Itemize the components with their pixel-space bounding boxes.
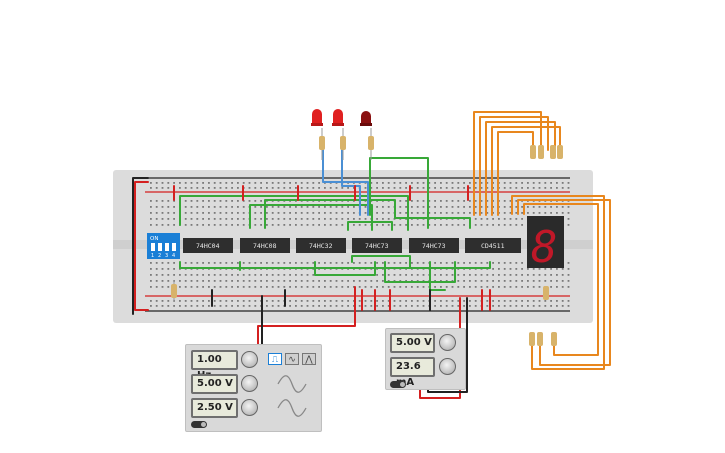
wire-green [384,261,456,283]
resistor [529,332,535,346]
wire-orange [511,195,605,370]
power-toggle[interactable] [191,421,207,428]
frequency-display: 1.00 Hz [191,350,238,381]
wire-green [249,204,373,231]
resistor [530,145,536,159]
wire-orange [497,131,534,216]
wire-green [179,261,491,269]
dip-num: 1 [151,253,154,259]
current-display: 23.6 mA [390,357,435,388]
chip-label: 74HC08 [253,242,277,250]
chip-label: 74HC04 [196,242,220,250]
wire-orange [479,116,549,216]
amplitude-knob[interactable] [241,375,258,392]
sine-icon [277,399,307,417]
wire-green [264,199,471,229]
chip-74hc04[interactable]: 74HC04 [183,238,233,253]
resistor [551,332,557,346]
sine-icon [277,375,307,393]
seven-segment-digit: 8 [531,222,558,273]
chip-74hc32[interactable]: 74HC32 [296,238,346,253]
led[interactable] [332,109,344,126]
wire-green [179,195,409,231]
wire-green [369,157,429,229]
chip-label: 74HC32 [309,242,333,250]
power-toggle[interactable] [390,381,406,388]
resistor [340,128,346,160]
offset-display: 2.50 V [191,398,238,418]
resistor [171,280,177,302]
wire-green [347,221,393,231]
chip-label: CD4511 [481,242,505,250]
resistor [543,286,549,300]
voltage-display: 5.00 V [390,333,435,353]
wire-blue [322,149,369,216]
wire-green [351,255,411,269]
resistors[interactable] [171,128,563,346]
wire-orange [523,203,599,356]
chip-74hc08[interactable]: 74HC08 [240,238,290,253]
resistor [550,145,556,159]
power-rails [145,177,570,312]
wire-orange [491,126,561,216]
current-knob[interactable] [439,358,456,375]
wire-green [314,261,376,276]
wire-black [132,177,149,315]
chip-74hc73[interactable]: 74HC73 [352,238,402,253]
wire-orange [473,111,542,216]
frequency-knob[interactable] [241,351,258,368]
power-supply[interactable]: 5.00 V 23.6 mA [385,328,466,390]
wire-red [134,181,149,311]
chip-cd4511[interactable]: CD4511 [465,238,521,253]
resistor [538,145,544,159]
resistor [537,332,543,346]
led[interactable] [311,109,323,126]
square-wave-button[interactable]: ⎍ [268,353,282,365]
voltage-knob[interactable] [439,334,456,351]
chip-label: 74HC73 [365,242,389,250]
dip-switch-label: ON [150,236,158,242]
function-generator[interactable]: 1.00 Hz 5.00 V 2.50 V ⎍ ∿ ⋀ [185,344,322,432]
wire-blue [341,149,361,216]
sine-wave-button[interactable]: ∿ [285,353,299,365]
dip-switch[interactable]: ON 1 2 3 4 [147,233,180,259]
led[interactable] [360,111,372,126]
wire-orange [517,199,611,366]
wire-orange [485,121,556,216]
chip-74hc73[interactable]: 74HC73 [409,238,459,253]
resistor [319,128,325,160]
dip-num: 3 [165,253,168,259]
amplitude-display: 5.00 V [191,374,238,394]
dip-num: 4 [172,253,175,259]
breadboard-holes[interactable] [150,182,570,307]
seven-segment-display[interactable]: 8 [527,216,564,273]
offset-knob[interactable] [241,399,258,416]
chip-label: 74HC73 [422,242,446,250]
resistor [557,145,563,159]
resistor [368,128,374,160]
dip-num: 2 [158,253,161,259]
triangle-wave-button[interactable]: ⋀ [302,353,316,365]
